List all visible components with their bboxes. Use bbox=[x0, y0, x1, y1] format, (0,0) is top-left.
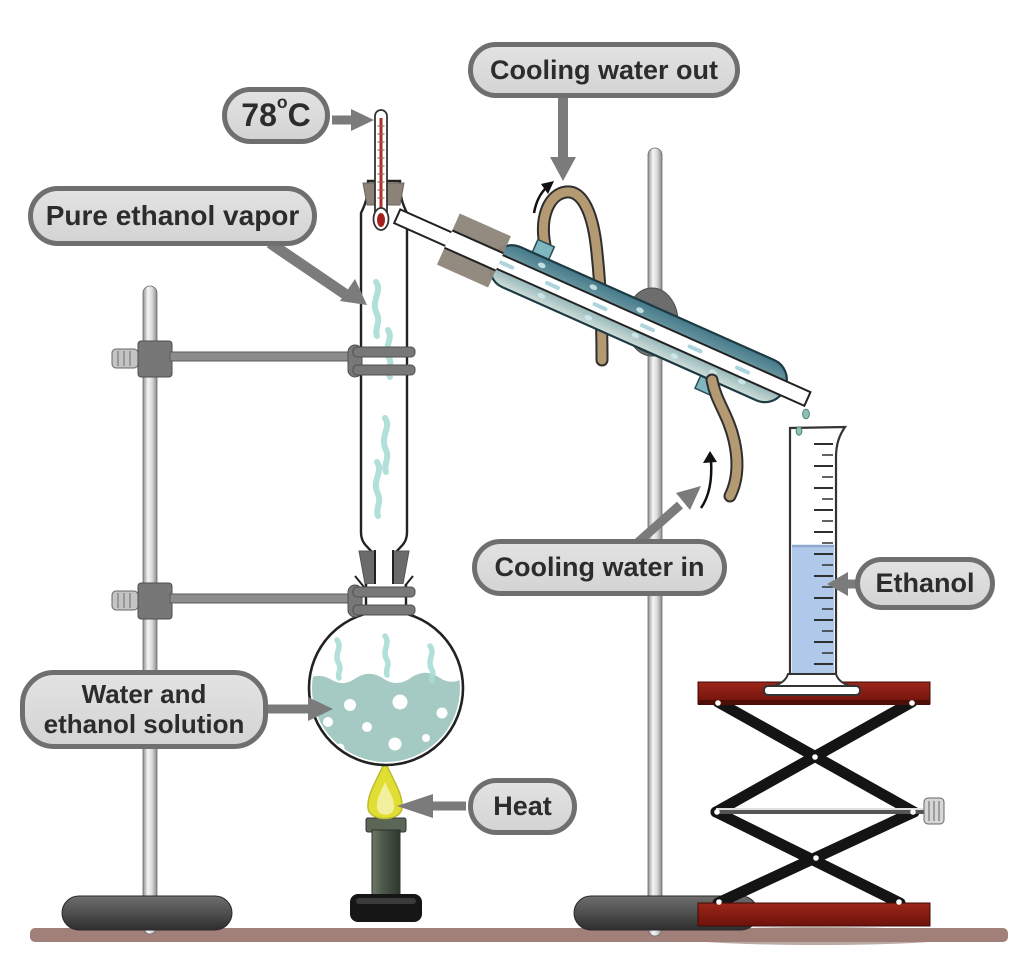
scissor-arms bbox=[710, 696, 920, 909]
vapor-wisps-flask bbox=[334, 633, 436, 684]
clamp-lower bbox=[111, 582, 416, 620]
cooling-water-in-callout: Cooling water in bbox=[472, 539, 727, 596]
water-ethanol-line1: Water and bbox=[81, 679, 207, 710]
callout-arrows bbox=[266, 96, 856, 818]
arrow-ethanol bbox=[827, 572, 856, 596]
arrow-cooling-water-out bbox=[550, 96, 576, 181]
temperature-value: 78 bbox=[241, 96, 277, 133]
water-ethanol-line2: ethanol solution bbox=[43, 708, 245, 739]
cooling-water-out-callout: Cooling water out bbox=[468, 42, 740, 98]
clamp-upper bbox=[111, 340, 416, 378]
ethanol-label: Ethanol bbox=[875, 568, 975, 599]
condenser bbox=[392, 208, 812, 408]
degree-symbol: o bbox=[276, 91, 288, 112]
arrow-cooling-water-in bbox=[633, 486, 701, 548]
water-ethanol-solution-callout: Water and ethanol solution bbox=[20, 670, 268, 749]
pure-ethanol-vapor-label: Pure ethanol vapor bbox=[45, 200, 300, 232]
lab-jack bbox=[697, 681, 945, 927]
jack-bottom-platform bbox=[697, 902, 931, 927]
bench-surface bbox=[30, 927, 1008, 945]
ethanol-callout: Ethanol bbox=[855, 557, 995, 610]
heat-label: Heat bbox=[493, 791, 552, 822]
flask-stopper bbox=[354, 550, 414, 588]
heat-callout: Heat bbox=[468, 778, 577, 835]
bunsen-burner bbox=[350, 817, 422, 922]
flow-arrow-in bbox=[699, 451, 717, 509]
temperature-unit: C bbox=[287, 96, 311, 133]
clamp-knob bbox=[111, 590, 139, 611]
graduated-cylinder bbox=[763, 425, 861, 696]
arrow-temperature bbox=[332, 109, 374, 131]
clamp-knob bbox=[111, 348, 139, 369]
arrow-heat bbox=[397, 794, 466, 818]
cylinder-base bbox=[763, 685, 861, 696]
pivot-pins bbox=[714, 700, 916, 905]
arrow-pure-ethanol-vapor bbox=[266, 238, 367, 305]
cooling-water-in-label: Cooling water in bbox=[494, 552, 705, 583]
thermometer bbox=[372, 109, 390, 231]
condensate-droplets bbox=[499, 260, 751, 375]
cooling-water-out-label: Cooling water out bbox=[490, 54, 718, 85]
flow-arrow-out bbox=[532, 181, 554, 214]
pure-ethanol-vapor-callout: Pure ethanol vapor bbox=[28, 186, 317, 246]
ethanol-drips bbox=[795, 408, 810, 436]
flame bbox=[367, 760, 403, 820]
arrow-water-ethanol-solution bbox=[266, 697, 333, 721]
hose-cooling-water-in bbox=[705, 373, 744, 503]
graduation-marks bbox=[814, 443, 833, 665]
